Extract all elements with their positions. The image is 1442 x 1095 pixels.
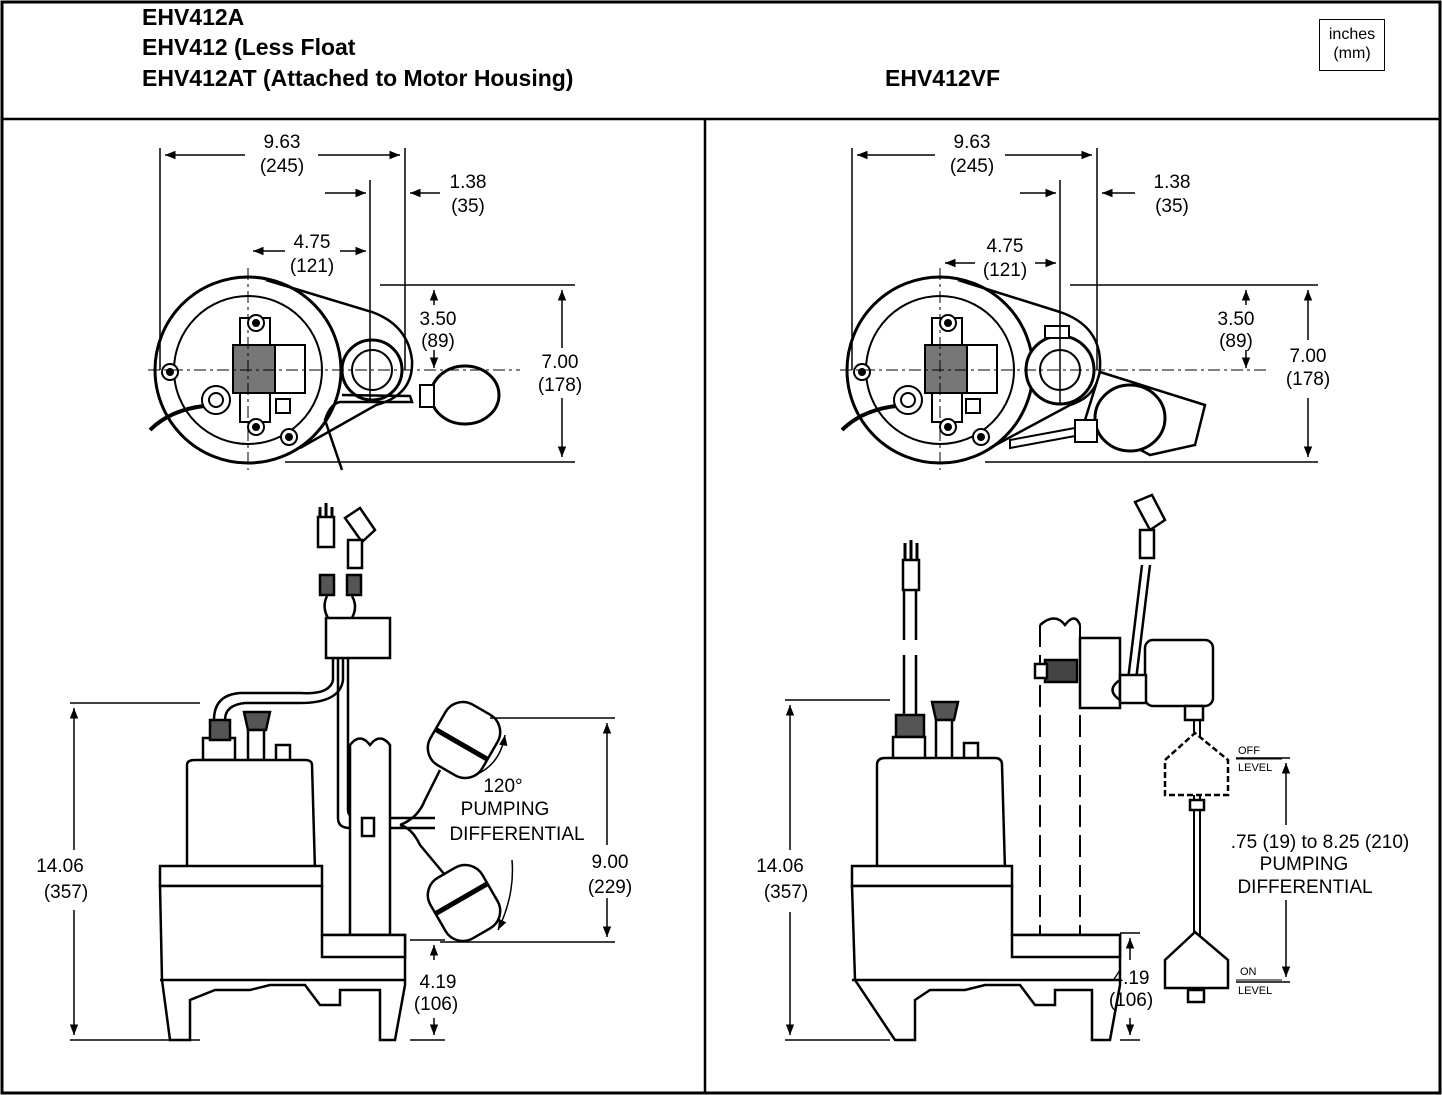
dim-height-in: 14.06 [36, 856, 84, 877]
dim-depth-in: 7.00 [542, 352, 579, 373]
left-side-view-dimensions [69, 702, 615, 1041]
right-side-view-dimensions [785, 699, 1291, 1041]
dim-center-in-r: 4.75 [987, 236, 1024, 257]
units-inches: inches [1328, 26, 1376, 43]
dim-depth-in-r: 7.00 [1290, 346, 1327, 367]
on-level-label-2: LEVEL [1238, 985, 1272, 997]
right-top-view-labels: 9.63 (245) 1.38 (35) 4.75 (121) 3.50 (89… [950, 132, 1330, 390]
left-side-view-drawing [158, 503, 502, 1042]
dim-half-depth-mm-r: (89) [1219, 331, 1253, 352]
left-top-view-labels: 9.63 (245) 1.38 (35) 4.75 (121) 3.50 (89… [260, 132, 582, 396]
differential-label-r: DIFFERENTIAL [1237, 877, 1372, 898]
right-top-view-dimensions [851, 148, 1318, 463]
float-angle-label: 120° [483, 776, 522, 797]
left-top-view-dimensions [159, 148, 575, 463]
dim-center-mm-r: (121) [983, 260, 1027, 281]
dim-width-in: 9.63 [264, 132, 301, 153]
left-side-view-labels: 14.06 (357) 120° PUMPING DIFFERENTIAL 9.… [36, 776, 632, 1015]
dim-offset-in-r: 1.38 [1154, 172, 1191, 193]
dim-inlet-in-r: 4.19 [1113, 968, 1150, 989]
dim-width-mm: (245) [260, 156, 304, 177]
right-side-view-drawing [850, 493, 1230, 1042]
dim-depth-mm: (178) [538, 375, 582, 396]
dim-width-in-r: 9.63 [954, 132, 991, 153]
pumping-range-label: .75 (19) to 8.25 (210) [1231, 832, 1410, 853]
dim-height-mm: (357) [44, 882, 88, 903]
dim-offset-mm-r: (35) [1155, 196, 1189, 217]
right-side-view-labels: 14.06 (357) OFF LEVEL ON LEVEL .75 (19) … [756, 745, 1409, 1011]
units-legend-box: inches (mm) [1319, 19, 1385, 71]
on-level-label-1: ON [1240, 966, 1257, 978]
dim-height-in-r: 14.06 [756, 856, 804, 877]
right-top-view-drawing [840, 268, 1270, 470]
dim-center-mm: (121) [290, 256, 334, 277]
dim-float-range-in: 9.00 [592, 852, 629, 873]
dim-half-depth-in: 3.50 [420, 309, 457, 330]
off-level-label-2: LEVEL [1238, 762, 1272, 774]
pumping-label: PUMPING [461, 799, 550, 820]
dim-half-depth-in-r: 3.50 [1218, 309, 1255, 330]
dim-inlet-in: 4.19 [420, 972, 457, 993]
dim-inlet-mm: (106) [414, 994, 458, 1015]
dim-offset-mm: (35) [451, 196, 485, 217]
dim-height-mm-r: (357) [764, 882, 808, 903]
model-title-ehv412a: EHV412A [142, 4, 245, 30]
left-top-view-drawing [148, 268, 520, 471]
model-title-ehv412vf: EHV412VF [885, 65, 1001, 91]
off-level-label-1: OFF [1238, 745, 1260, 757]
dim-inlet-mm-r: (106) [1109, 990, 1153, 1011]
units-mm: (mm) [1333, 45, 1371, 62]
dim-offset-in: 1.38 [450, 172, 487, 193]
dim-float-range-mm: (229) [588, 877, 632, 898]
dim-half-depth-mm: (89) [421, 331, 455, 352]
differential-label: DIFFERENTIAL [449, 824, 584, 845]
model-title-ehv412: EHV412 (Less Float [142, 34, 356, 60]
pumping-label-r: PUMPING [1260, 854, 1349, 875]
model-title-ehv412at: EHV412AT (Attached to Motor Housing) [142, 65, 574, 91]
dim-center-in: 4.75 [294, 232, 331, 253]
dim-width-mm-r: (245) [950, 156, 994, 177]
dim-depth-mm-r: (178) [1286, 369, 1330, 390]
